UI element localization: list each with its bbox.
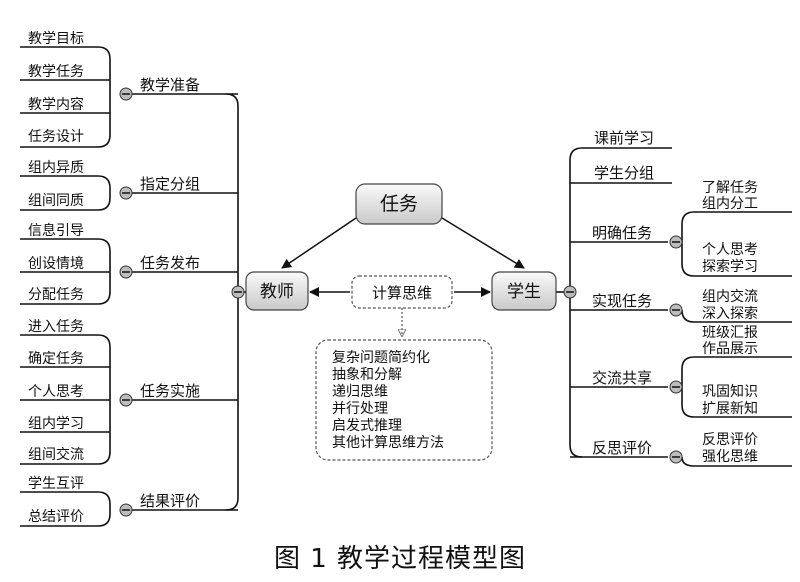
leaf-label: 组间同质 (28, 193, 84, 209)
student-node-label: 学生 (507, 282, 541, 302)
teacher-node[interactable]: 教师 (245, 271, 309, 311)
ct-methods-box: 复杂问题简约化 抽象和分解 递归思维 并行处理 启发式推理 其他计算思维方法 (315, 339, 493, 461)
leaf-label: 信息引导 (28, 222, 84, 239)
student-node[interactable]: 学生 (491, 271, 557, 311)
ct-method-item: 递归思维 (332, 383, 388, 400)
collapse-toggle-icon[interactable] (119, 265, 133, 279)
collapse-toggle-icon[interactable] (669, 235, 683, 249)
ct-node-label: 计算思维 (372, 284, 432, 302)
leaf-label: 教学任务 (28, 64, 84, 80)
task-to-teacher-arrow (281, 217, 357, 269)
branch-label: 明确任务 (592, 224, 652, 242)
student-collapse-toggles (563, 235, 683, 464)
computational-thinking-node[interactable]: 计算思维 (351, 275, 453, 309)
leaf-label: 扩展新知 (702, 400, 758, 417)
leaf-label: 总结评价 (28, 509, 84, 525)
collapse-toggle-icon[interactable] (119, 87, 133, 101)
leaf-label: 了解任务 (702, 180, 758, 196)
mind-map: 教学目标 教学任务 教学内容 任务设计 组内异质 组间同质 信息引导 创设情境 … (20, 31, 792, 527)
leaf-label: 学生互评 (28, 476, 84, 492)
leaf-label: 班级汇报 (702, 325, 758, 341)
teacher-branch-labels: 教学准备 指定分组 任务发布 任务实施 结果评价 (140, 76, 200, 510)
ct-method-item: 复杂问题简约化 (332, 349, 430, 366)
branch-label: 任务实施 (140, 382, 200, 400)
leaf-label: 巩固知识 (702, 383, 758, 400)
leaf-label: 反思评价 (702, 432, 758, 448)
figure-caption: 图 1 教学过程模型图 (273, 544, 527, 574)
branch-label: 交流共享 (592, 369, 652, 387)
collapse-toggle-icon[interactable] (231, 285, 245, 299)
center-connectors (281, 217, 525, 336)
branch-label: 指定分组 (140, 175, 200, 193)
collapse-toggle-icon[interactable] (669, 380, 683, 394)
leaf-label: 确定任务 (28, 351, 84, 367)
branch-label: 学生分组 (594, 164, 654, 182)
collapse-toggle-icon[interactable] (119, 186, 133, 200)
leaf-label: 教学目标 (28, 31, 84, 47)
branch-label: 结果评价 (140, 492, 200, 510)
ct-method-item: 并行处理 (332, 401, 388, 417)
branch-label: 反思评价 (592, 439, 652, 457)
leaf-label: 探索学习 (702, 258, 758, 275)
teacher-node-label: 教师 (260, 282, 294, 302)
branch-label: 教学准备 (140, 76, 200, 94)
teacher-tree (20, 46, 248, 527)
collapse-toggle-icon[interactable] (119, 393, 133, 407)
teacher-leaf-labels: 教学目标 教学任务 教学内容 任务设计 组内异质 组间同质 信息引导 创设情境 … (28, 31, 84, 525)
branch-label: 实现任务 (592, 292, 652, 310)
ct-method-item: 其他计算思维方法 (332, 435, 444, 451)
leaf-label: 组内学习 (28, 416, 84, 432)
leaf-label: 组内交流 (702, 288, 758, 305)
collapse-toggle-icon[interactable] (563, 285, 577, 299)
leaf-label: 创设情境 (28, 256, 84, 272)
collapse-toggle-icon[interactable] (119, 503, 133, 517)
task-to-student-arrow (441, 217, 525, 269)
leaf-label: 强化思维 (702, 449, 758, 465)
teacher-collapse-toggles (119, 87, 245, 517)
leaf-label: 进入任务 (28, 319, 84, 335)
task-node[interactable]: 任务 (355, 183, 443, 225)
task-node-label: 任务 (380, 193, 418, 215)
leaf-label: 深入探索 (702, 305, 758, 322)
student-leaf-labels: 了解任务 组内分工 个人思考 探索学习 组内交流 深入探索 班级汇报 作品展示 … (702, 180, 758, 465)
collapse-toggle-icon[interactable] (669, 450, 683, 464)
leaf-label: 作品展示 (702, 341, 758, 357)
ct-method-item: 抽象和分解 (332, 367, 402, 383)
leaf-label: 组内分工 (702, 196, 758, 212)
ct-method-item: 启发式推理 (332, 418, 402, 434)
leaf-label: 任务设计 (28, 129, 84, 145)
leaf-label: 个人思考 (702, 242, 758, 258)
leaf-label: 个人思考 (28, 384, 84, 400)
collapse-toggle-icon[interactable] (669, 303, 683, 317)
student-branch-labels: 课前学习 学生分组 明确任务 实现任务 交流共享 反思评价 (592, 129, 654, 457)
leaf-label: 组间交流 (28, 446, 84, 463)
leaf-label: 组内异质 (28, 160, 84, 176)
leaf-label: 分配任务 (28, 287, 84, 303)
branch-label: 任务发布 (140, 254, 200, 272)
branch-label: 课前学习 (594, 129, 654, 147)
leaf-label: 教学内容 (28, 96, 84, 113)
